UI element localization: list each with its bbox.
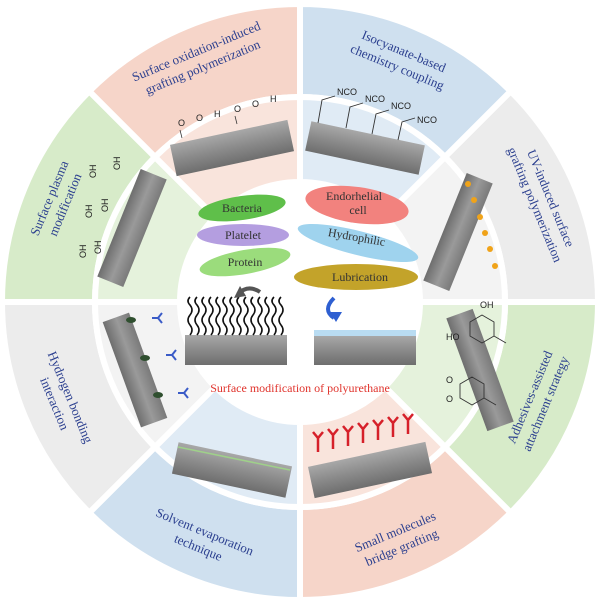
plasma-oh-6: OH [93,241,103,255]
label-bacteria: Bacteria [198,194,286,222]
right-labels: Endorhelial cell Hydrophilic Lubrication [294,185,419,290]
uv-illustration [423,172,498,292]
plasma-illustration: OH OH OH OH OH OH [78,157,167,288]
small-molecules-slab [307,441,433,499]
dopamine-structure [459,314,507,406]
hydrophilic-ellipse [297,224,419,262]
nco-3: NCO [391,101,411,111]
brush-chain [236,296,242,336]
dopamine-oh: OH [480,300,494,310]
bacteria-text: Bacteria [222,201,263,215]
endothelial-text: Endorhelial [326,189,383,203]
brush-chain [229,296,235,336]
hydrogen-illustration [102,312,189,428]
label-protein: Protein [199,247,291,277]
oxidation-slab [169,119,295,177]
bacteria-ellipse [198,194,286,222]
label-endothelial: Endorhelial cell [305,185,409,225]
brush-chain [215,296,221,336]
endothelial-text-2: cell [349,203,367,217]
oxidation-groups: O O H O O H [178,94,277,139]
oxidation-h2: H [270,94,277,104]
plasma-oh-1: OH [88,165,98,179]
oxidation-illustration: O O H O O H [169,94,295,177]
plasma-oh-5: OH [78,245,88,259]
hydrogen-y-shapes [152,312,189,399]
lubricant-slab [314,336,416,365]
quinone-o1: O [446,375,453,385]
isocyanate-illustration: NCO NCO NCO NCO [305,87,437,175]
plasma-oh-3: OH [84,205,94,219]
hydrogen-slab [102,312,168,428]
brush-chain [187,296,193,336]
lubrication-ellipse [294,264,418,290]
center-title: Surface modification of polyurethane [210,381,390,395]
lubricant-surface [314,296,416,365]
lubrication-text: Lubrication [332,270,388,284]
oxidation-o3: O [234,104,241,114]
uv-particles [465,181,498,269]
label-lubrication: Lubrication [294,264,418,290]
solvent-illustration [171,442,293,498]
plasma-oh-2: OH [112,157,122,171]
oxidation-h1: H [214,109,221,119]
coating-layer [314,330,416,336]
plasma-oh-4: OH [100,199,110,213]
brush-chain [250,296,256,336]
brush-chain [222,296,228,336]
platelet-ellipse [197,224,289,246]
isocyanate-slab [305,121,425,175]
nco-1: NCO [337,87,357,97]
solvent-slab [171,442,293,498]
brush-chain [264,296,270,336]
platelet-text: Platelet [225,228,262,242]
adhesives-illustration: HO OH O O [446,300,514,432]
quinone-o2: O [446,394,453,404]
oxidation-o1: O [178,118,185,128]
brush-chain [194,296,200,336]
label-platelet: Platelet [197,224,289,246]
dopamine-ho: HO [446,332,460,342]
brush-slab [185,335,287,365]
oxidation-o4: O [252,99,259,109]
endothelial-ellipse [305,185,409,225]
segment-illustrations: O O H O O H NCO NCO NCO [78,87,514,499]
nco-2: NCO [365,94,385,104]
brush-surface [185,286,287,365]
oxidation-o2: O [196,113,203,123]
brush-chain [208,296,214,336]
brush-chain [278,296,284,336]
small-molecules-illustration [307,413,433,499]
left-labels: Bacteria Platelet Protein [197,194,291,277]
plasma-slab [97,168,167,288]
protein-ellipse [199,247,291,277]
hydrogen-blobs [126,317,163,398]
brush-chain [201,296,207,336]
center-content: Bacteria Platelet Protein Endorhelial ce… [185,185,419,395]
right-arrow [326,296,336,320]
nco-4: NCO [417,115,437,125]
brush-chain [243,296,249,336]
brush-chain [257,296,263,336]
brush-chain [271,296,277,336]
polymer-brushes [187,296,284,336]
plasma-oh-groups: OH OH OH OH OH OH [78,157,122,259]
protein-text: Protein [228,255,263,269]
adhesives-slab [446,308,514,432]
red-linkers [312,413,414,452]
